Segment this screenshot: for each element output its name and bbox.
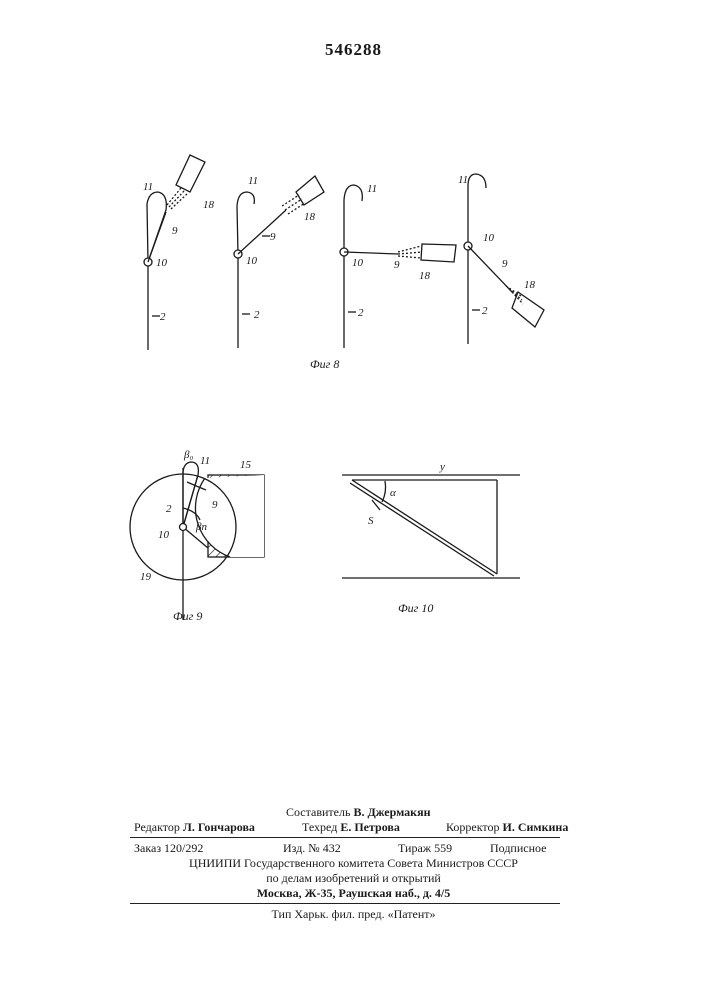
subscription: Подписное	[490, 841, 547, 856]
fig9-label-10: 10	[158, 529, 170, 541]
hook-11	[344, 185, 362, 252]
compiler-name: В. Джермакян	[353, 805, 430, 819]
fig8-label: 9	[172, 225, 178, 237]
nozzle-18	[512, 292, 544, 327]
corrector-label: Корректор	[446, 820, 500, 834]
hypotenuse	[352, 480, 497, 574]
fig8-label: 11	[248, 175, 258, 187]
fig10-caption: Фиг 10	[398, 601, 433, 615]
fig8-label: 2	[482, 305, 488, 317]
fig10-label-alpha: α	[390, 487, 396, 499]
fig8-caption: Фиг 8	[310, 357, 339, 371]
joint-10	[180, 524, 187, 531]
compiler-line: Составитель В. Джермакян	[286, 805, 431, 820]
figure-8-labels: 11 18 9 10 2 11 18 9 10 2 11 10 9 18 2 1…	[143, 174, 536, 371]
fig8-label: 11	[458, 174, 468, 186]
link-9	[238, 210, 286, 254]
hypotenuse-inner	[350, 483, 494, 576]
edition-number: Изд. № 432	[283, 841, 341, 856]
corrector-name: И. Симкина	[503, 820, 569, 834]
figure-10-labels: у α S Фиг 10	[368, 461, 445, 615]
fig8-label: 11	[143, 181, 153, 193]
fig8-label: 10	[483, 232, 495, 244]
fig8-label: 18	[203, 199, 215, 211]
rule-bottom	[130, 903, 560, 904]
fig8-label: 10	[352, 257, 364, 269]
fig8-label: 18	[304, 211, 316, 223]
nozzle-18	[176, 155, 205, 192]
fig9-label-2: 2	[166, 503, 172, 515]
org-line-2: по делам изобретений и открытий	[0, 871, 707, 886]
corrector-line: Корректор И. Симкина	[446, 820, 568, 835]
nozzle-18	[421, 244, 456, 262]
figure-8	[144, 155, 544, 350]
link-9	[148, 212, 166, 262]
figure-9	[130, 462, 264, 620]
org-line-1: ЦНИИПИ Государственного комитета Совета …	[0, 856, 707, 871]
hook-11	[237, 192, 254, 254]
order-number: Заказ 120/292	[134, 841, 203, 856]
fig9-label-betan: βn	[195, 521, 207, 533]
link-9	[344, 252, 398, 254]
fig8-label: 2	[160, 311, 166, 323]
fig8-label: 9	[394, 259, 400, 271]
fig9-caption: Фиг 9	[173, 609, 202, 623]
fig9-label-15: 15	[240, 459, 252, 471]
techred-label: Техред	[302, 820, 337, 834]
printer-line: Тип Харьк. фил. пред. «Патент»	[0, 907, 707, 922]
fig8-label: 18	[419, 270, 431, 282]
fig8-label: 9	[502, 258, 508, 270]
fig8-label: 18	[524, 279, 536, 291]
fig9-label-beta0: β₀	[183, 449, 193, 461]
fig8-label: 9	[270, 231, 276, 243]
fig8-label: 10	[246, 255, 258, 267]
editor-label: Редактор	[134, 820, 180, 834]
compiler-label: Составитель	[286, 805, 350, 819]
fig9-label-11: 11	[200, 455, 210, 467]
angle-alpha-arc	[382, 481, 386, 502]
fig9-label-19: 19	[140, 571, 152, 583]
rule-top	[130, 837, 560, 838]
fig8-label: 11	[367, 183, 377, 195]
editor-name: Л. Гончарова	[183, 820, 255, 834]
fig8-label: 2	[358, 307, 364, 319]
fig8-label: 10	[156, 257, 168, 269]
drawings: 11 18 9 10 2 11 18 9 10 2 11 10 9 18 2 1…	[0, 0, 707, 700]
circulation: Тираж 559	[398, 841, 452, 856]
techred-line: Техред Е. Петрова	[302, 820, 400, 835]
hook-11	[147, 192, 166, 262]
fig10-label-s: S	[368, 515, 374, 527]
hook-11	[468, 174, 486, 188]
editor-line: Редактор Л. Гончарова	[134, 820, 255, 835]
fig10-label-y: у	[439, 461, 445, 473]
fig8-label: 2	[254, 309, 260, 321]
techred-name: Е. Петрова	[340, 820, 400, 834]
fig9-label-9: 9	[212, 499, 218, 511]
org-line-3: Москва, Ж-35, Раушская наб., д. 4/5	[0, 886, 707, 901]
